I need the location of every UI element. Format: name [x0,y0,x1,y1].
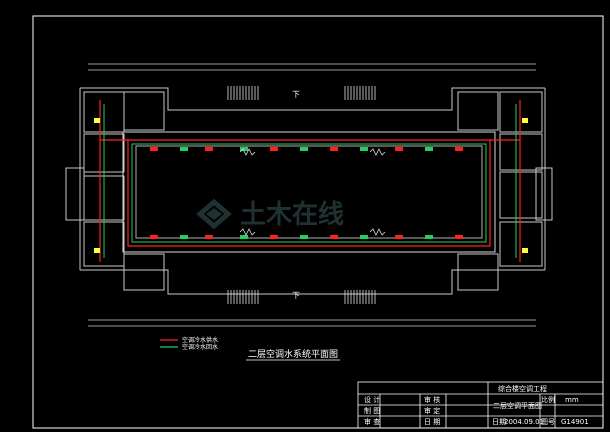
title-block [357,381,604,429]
watermark-logo [196,198,232,230]
building-plan [65,63,553,327]
title-block-row1-right: 审 核 [424,395,440,404]
stair-bottom [227,290,376,304]
title-block-row3-right: 日 期 [424,418,440,426]
fan-coil-units [94,118,528,253]
stair-label-bottom: 下 [292,291,300,300]
legend-label-supply: 空调冷水供水 [182,336,218,344]
stair-label-top: 下 [292,90,300,99]
drawing-no-value: G14901 [561,418,589,426]
date-value: 2004.09.01 [504,418,544,426]
title-block-row1-left: 设 计 [364,395,380,404]
title-block-row3-left: 审 查 [364,417,380,426]
scale-label: 比例 [541,395,555,404]
stair-top [227,86,376,100]
watermark-text: 土木在线 [240,200,344,230]
drawing-no-label: 图号 [541,418,555,426]
date-label: 日期 [492,418,506,426]
outer-frame [32,15,604,429]
return-pipes [103,104,517,258]
sheet-title: 二层空调平面图 [493,401,542,410]
title-block-project: 综合楼空调工程 [498,384,547,393]
title-block-row2-right: 审 定 [424,406,440,415]
unit-value: mm [565,396,579,404]
pipe-valves [239,148,386,236]
drawing-caption: 二层空调水系统平面图 [248,348,338,360]
legend-label-return: 空调冷水回水 [182,343,218,351]
title-block-row2-left: 制 图 [364,406,380,415]
legend: 空调冷水供水 空调冷水回水 [160,336,218,351]
supply-pipes [99,100,521,262]
